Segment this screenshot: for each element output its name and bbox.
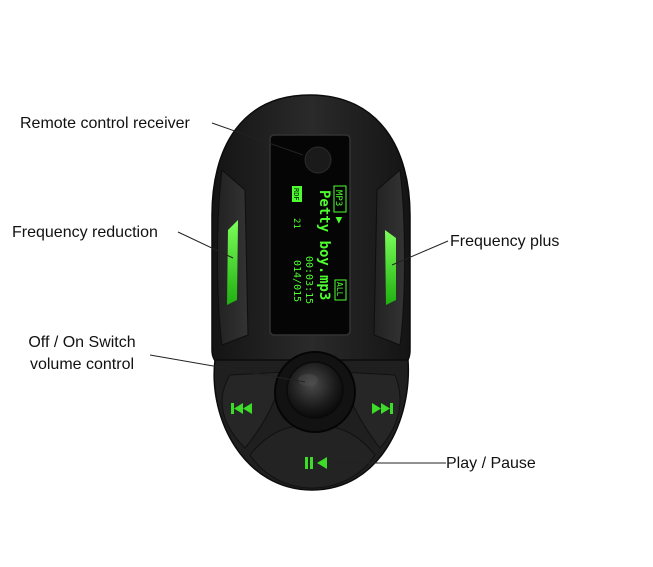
play-pause-icon[interactable] [305, 457, 327, 469]
switch-leader [149, 354, 306, 383]
lcd-track-counter: 014/015 [291, 260, 302, 302]
next-track-icon[interactable] [372, 403, 393, 414]
volume-knob[interactable] [274, 351, 356, 433]
freq-reduction-label: Frequency reduction [12, 224, 158, 241]
lcd-elapsed-time: 00:03:15 [303, 256, 314, 304]
device-body [211, 94, 411, 491]
switch-label-line2: volume control [29, 356, 135, 373]
remote-receiver-leader [211, 122, 304, 156]
lcd-track-name-2: mp3 [316, 275, 332, 300]
leader-lines [149, 122, 449, 464]
switch-label-line1: Off / On Switch [28, 334, 136, 351]
lcd-display: MP3 ▶ Petty boy. mp3 ALL 00:03:15 014/01… [269, 134, 351, 336]
remote-receiver-sensor [304, 146, 332, 174]
lcd-channel-number: 21 [291, 218, 301, 229]
frequency-reduction-button[interactable] [227, 220, 238, 305]
lcd-track-name-1: Petty boy. [316, 190, 332, 274]
lcd-play-symbol: ▶ [333, 217, 346, 224]
previous-track-icon[interactable] [231, 403, 252, 414]
lcd-format-badge: MP3 [333, 190, 343, 206]
remote-receiver-label: Remote control receiver [20, 115, 190, 132]
lcd-repeat-badge: ALL [335, 282, 344, 297]
freq-plus-leader [391, 240, 449, 266]
freq-plus-label: Frequency plus [450, 233, 560, 250]
lcd-rdf-badge: RDF [292, 188, 300, 201]
play-pause-label: Play / Pause [446, 455, 536, 472]
frequency-plus-button[interactable] [385, 230, 396, 305]
freq-reduction-leader [177, 231, 234, 259]
